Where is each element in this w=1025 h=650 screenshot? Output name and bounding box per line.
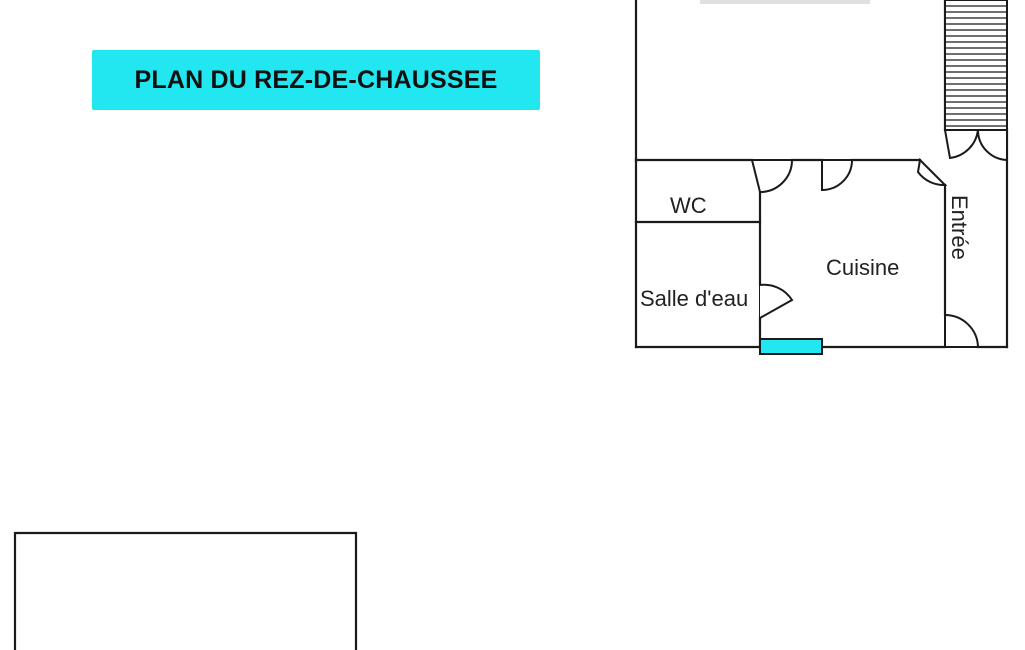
entrance-walls — [943, 128, 1009, 349]
lower-left-room — [13, 531, 358, 650]
stair-door-left — [943, 129, 980, 160]
kitchen-door — [821, 159, 854, 192]
wc-door — [750, 159, 794, 194]
cropped-room-label — [700, 0, 870, 4]
doors — [750, 129, 1008, 348]
front-door — [944, 313, 980, 348]
plan-title: PLAN DU REZ-DE-CHAUSSEE — [92, 50, 540, 110]
stair-door-right — [976, 129, 1008, 162]
wc-and-bathroom-walls — [634, 158, 762, 349]
entrance-inner-door — [916, 157, 948, 187]
staircase — [944, 0, 1008, 131]
room-label-salle-deau: Salle d'eau — [640, 286, 748, 311]
room-label-wc: WC — [670, 193, 707, 218]
upper-room — [634, 0, 947, 162]
bottom-wall — [634, 338, 947, 355]
window — [759, 338, 823, 355]
room-label-cuisine: Cuisine — [826, 255, 899, 280]
room-label-entree: Entrée — [947, 195, 972, 260]
